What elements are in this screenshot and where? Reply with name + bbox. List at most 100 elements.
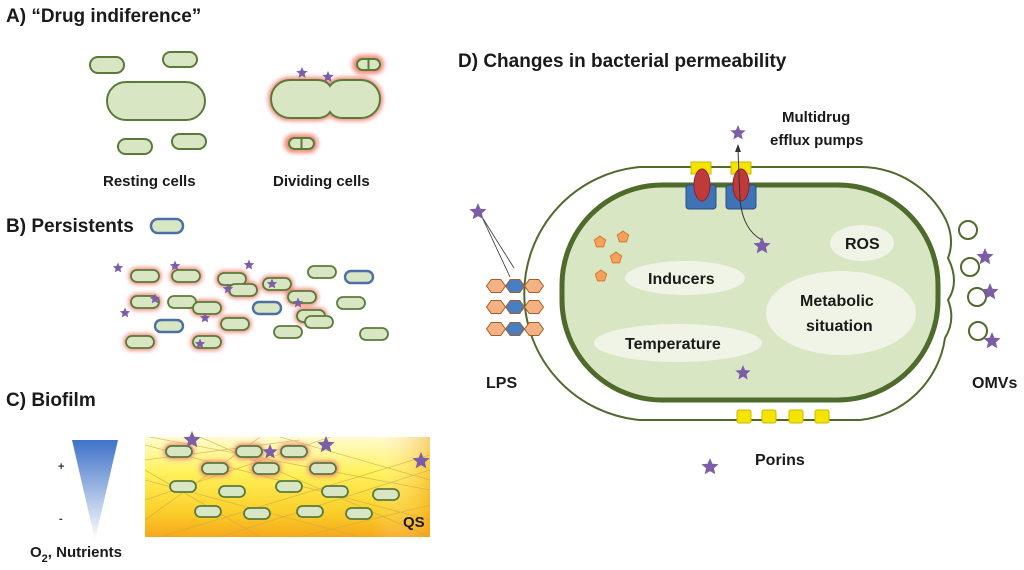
bacterial-cell-small [307,265,337,279]
porins [736,409,830,424]
bacterial-cell-small [262,277,292,291]
porin [736,409,752,424]
lps-sugar-unit [504,322,526,336]
efflux-arrow [737,149,763,241]
biofilm-stars [183,431,430,469]
biofilm-cell [235,445,263,458]
gradient-minus: - [59,513,63,525]
antibiotic-star-icon [296,67,308,78]
resting-cell [171,133,207,150]
efflux-pump [685,161,717,210]
efflux-label-line1: Multidrug [782,109,850,126]
panel-c: C) Biofilm + - O2, Nutrients QS [6,390,430,565]
antibiotic-star-icon [981,283,999,300]
bacterial-cell-small [304,315,334,329]
lps-sugar-unit [523,322,545,336]
resting-cell-large [106,81,206,121]
antibiotic-star-icon [730,125,746,140]
biofilm-cell [345,507,373,520]
inducers-ellipse [625,261,745,295]
bacterial-cell-small [336,296,366,310]
inducer-molecule-icon [594,269,608,282]
dividing-stars [296,67,334,82]
biofilm-cell [218,485,246,498]
antibiotic-star-icon [183,431,201,448]
bacterial-cell-small [192,301,222,315]
lps-layer: LPS [481,216,545,392]
antibiotic-star-icon [119,307,131,318]
lps-sugar-unit [504,279,526,293]
antibiotic-star-icon [243,259,255,270]
efflux-pump [725,161,757,210]
lps-sugar-unit [485,300,507,314]
dividing-cells [268,55,384,153]
bacterial-cell-small [220,317,250,331]
biofilm-cell [321,485,349,498]
gradient-triangle [72,440,118,540]
inducer-molecule-icon [616,230,630,243]
persister-stars [112,259,304,349]
antibiotic-star-icon [169,260,181,271]
antibiotic-star-icon [412,452,430,469]
antibiotic-star-icon [322,71,334,82]
efflux-pumps [685,161,757,210]
antibiotic-star-icon [976,248,994,265]
panel-d-title: D) Changes in bacterial permeability [458,51,787,72]
lps-sugar-unit [523,300,545,314]
lps-label: LPS [486,375,517,392]
omv-vesicle [968,321,988,341]
bacterial-cell-small [130,269,160,283]
panel-a: A) “Drug indiference” Resting cells [6,6,384,190]
biofilm-cell [169,480,197,493]
lps-sugar-unit [504,300,526,314]
antibiotic-star-icon [735,365,751,380]
persister-cell [153,318,185,334]
bacterial-cell-small [359,327,389,341]
bacterial-cell-small [287,290,317,304]
temperature-label: Temperature [625,336,721,353]
biofilm-cell [309,462,337,475]
antibiotic-star-icon [194,338,206,349]
qs-label: QS [403,514,425,531]
antibiotic-star-icon [112,262,124,273]
antibiotic-star-icon [149,293,161,304]
porin [761,409,777,424]
inducer-molecule-icon [593,235,607,248]
bacterial-cell-small [171,269,201,283]
lps-molecules [485,279,545,336]
panel-b: B) Persistents [6,216,389,351]
biofilm-cell [201,462,229,475]
ros-label: ROS [845,236,880,253]
efflux-label-line2: efflux pumps [770,132,863,149]
resting-cell [117,138,153,155]
persister-cell [343,269,375,285]
bacterial-cell-small [228,283,258,297]
bacterial-cell-small [167,295,197,309]
antibiotic-star-icon [753,237,771,254]
inducer-molecule-icon [609,251,623,264]
biofilm-cell [280,445,308,458]
bacterial-cell-small [125,335,155,349]
resting-cells [89,51,207,155]
porins-label: Porins [755,452,805,469]
persister-population [125,265,389,349]
inducer-molecules [593,230,630,282]
internal-factors: ROS Inducers Metabolic situation Tempera… [594,225,916,362]
antibiotic-star-icon [292,297,304,308]
panel-b-title: B) Persistents [6,216,134,237]
antibiotic-star-icon [701,458,719,475]
metabolic-ellipse [766,271,916,355]
antibiotic-star-icon [266,278,278,289]
bacterial-cell-small [192,335,222,349]
panel-d: D) Changes in bacterial permeability Mul… [458,51,1017,475]
gradient-plus: + [58,461,64,473]
resting-cells-label: Resting cells [103,173,196,190]
ros-ellipse [830,225,894,261]
biofilm-cells [165,445,400,520]
antibiotic-star-icon [317,436,335,453]
resting-cell [162,51,198,68]
omvs [958,220,988,341]
bacterial-cell-small [273,325,303,339]
porin [788,409,804,424]
lps-sugar-unit [485,322,507,336]
